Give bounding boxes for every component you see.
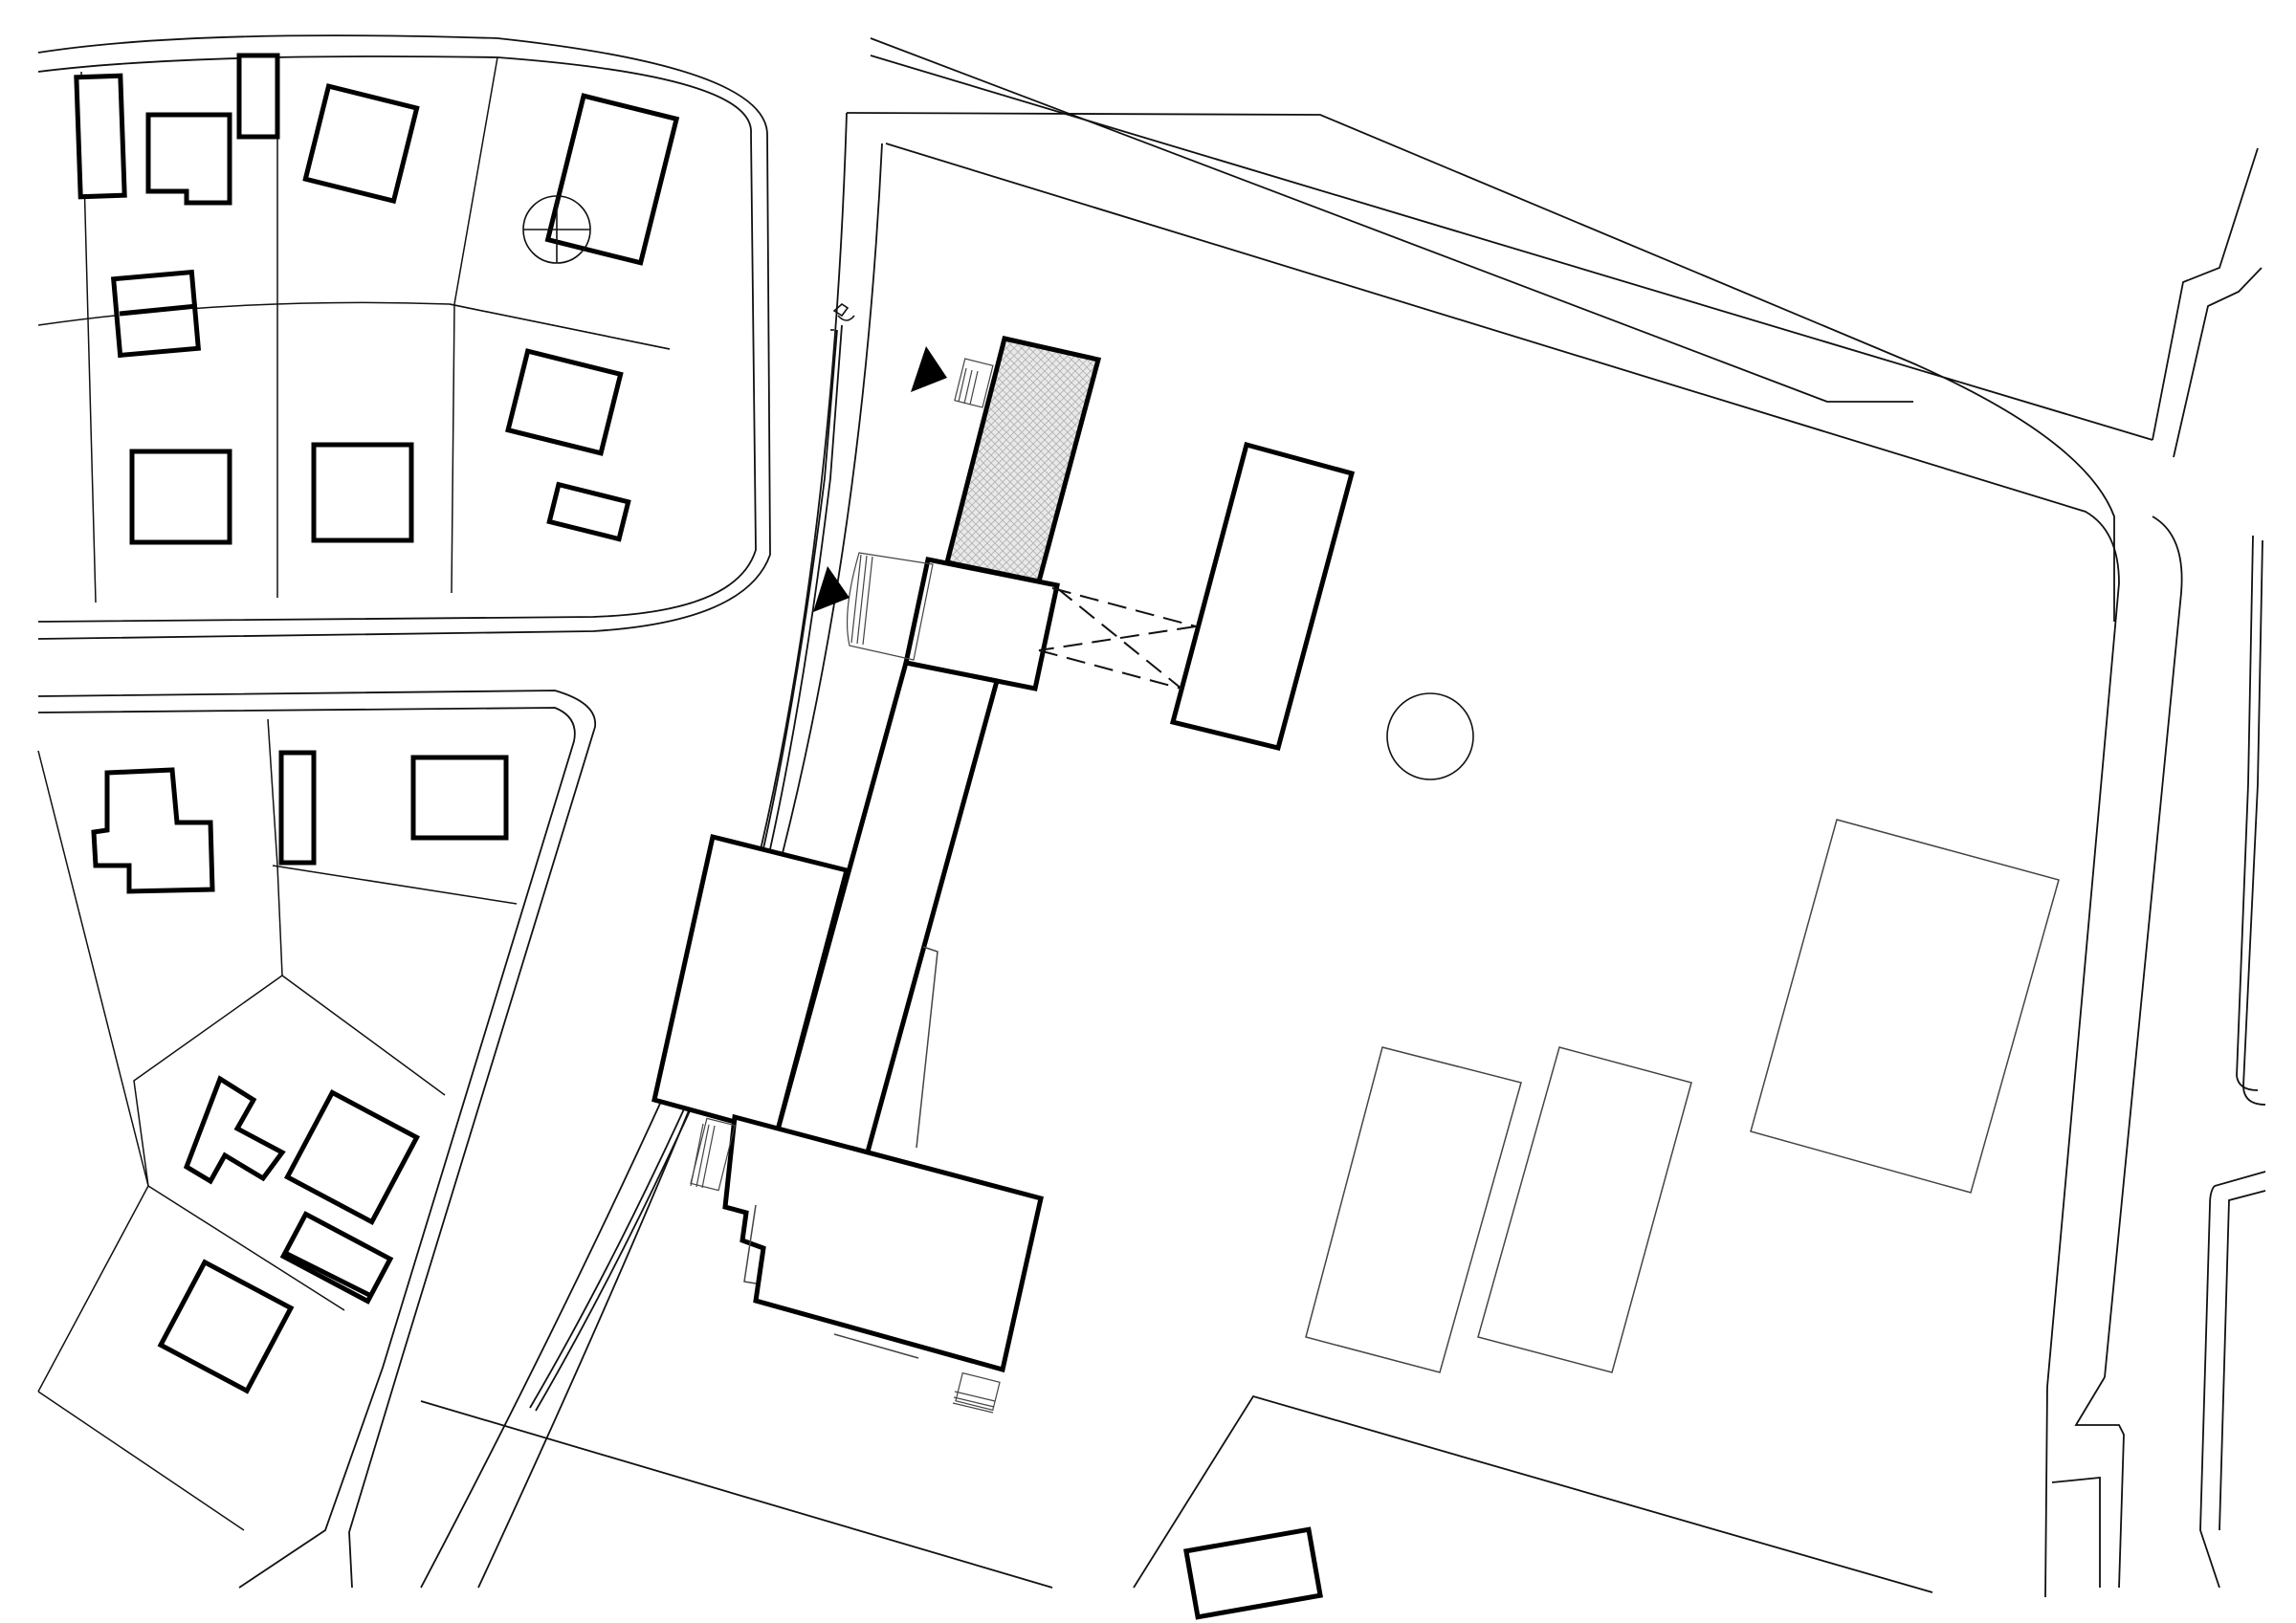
road-edge <box>2152 147 2259 441</box>
house <box>91 767 215 894</box>
house <box>279 1211 394 1305</box>
site-boundary <box>885 143 2120 1598</box>
house-divider <box>283 1250 373 1299</box>
stairs <box>954 358 994 408</box>
sports-court <box>1477 1046 1692 1373</box>
stairs <box>846 552 934 661</box>
circular-feature <box>1386 692 1474 780</box>
neighbor-houses <box>74 53 680 1394</box>
house <box>505 348 624 456</box>
hatched-wing <box>943 336 1102 584</box>
house <box>546 481 631 542</box>
house <box>74 73 127 200</box>
road-edge <box>2173 267 2263 458</box>
lot-lines <box>37 55 671 1531</box>
road-edge <box>37 690 596 1589</box>
canopy-outline <box>916 946 938 1149</box>
house <box>410 755 509 841</box>
parcel-line <box>420 1400 1053 1589</box>
house-divider <box>119 303 198 317</box>
road-edge <box>2219 1190 2266 1531</box>
house <box>110 269 202 359</box>
road-edge <box>2074 1376 2125 1589</box>
house <box>129 449 232 545</box>
house <box>283 1088 421 1226</box>
house <box>302 83 420 205</box>
connector-block <box>903 557 1060 691</box>
house <box>278 750 317 866</box>
road-edge <box>37 707 576 1589</box>
sports-court <box>1750 819 2060 1194</box>
neighbor-building <box>1183 1526 1323 1620</box>
entrance-marker <box>911 346 947 392</box>
road-edge <box>2051 1477 2101 1588</box>
site-gate <box>830 302 855 331</box>
stairs <box>952 1371 1001 1414</box>
road-network <box>37 34 2266 1598</box>
house <box>544 93 680 266</box>
covered-walkway <box>1056 587 1182 690</box>
house <box>157 1259 295 1394</box>
stairs <box>690 1117 736 1192</box>
road-edge <box>2236 535 2259 1091</box>
road-edge <box>870 55 2153 441</box>
road-edge <box>870 37 1913 403</box>
covered-walkway <box>1038 649 1182 690</box>
canopy-outline <box>833 1333 919 1359</box>
entrance-marker <box>813 566 850 612</box>
covered-walkway <box>1051 587 1197 627</box>
parcel-line <box>1133 1394 1933 1593</box>
school-complex <box>651 336 1356 1414</box>
house <box>311 442 414 543</box>
house <box>145 112 232 206</box>
tree-symbol <box>522 195 591 264</box>
south-block <box>722 1113 1044 1373</box>
sports-court <box>1305 1046 1522 1373</box>
covered-walkway <box>1038 625 1197 651</box>
house <box>183 1075 286 1185</box>
road-edge <box>2199 1171 2266 1589</box>
road-edge <box>2242 539 2266 1106</box>
road-edge <box>37 55 757 623</box>
road-edge <box>37 34 771 640</box>
site-boundary <box>2104 515 2183 1378</box>
east-building <box>1169 441 1356 752</box>
canopy-outline <box>743 1204 757 1284</box>
road-edge <box>846 112 2115 622</box>
house <box>236 53 280 140</box>
